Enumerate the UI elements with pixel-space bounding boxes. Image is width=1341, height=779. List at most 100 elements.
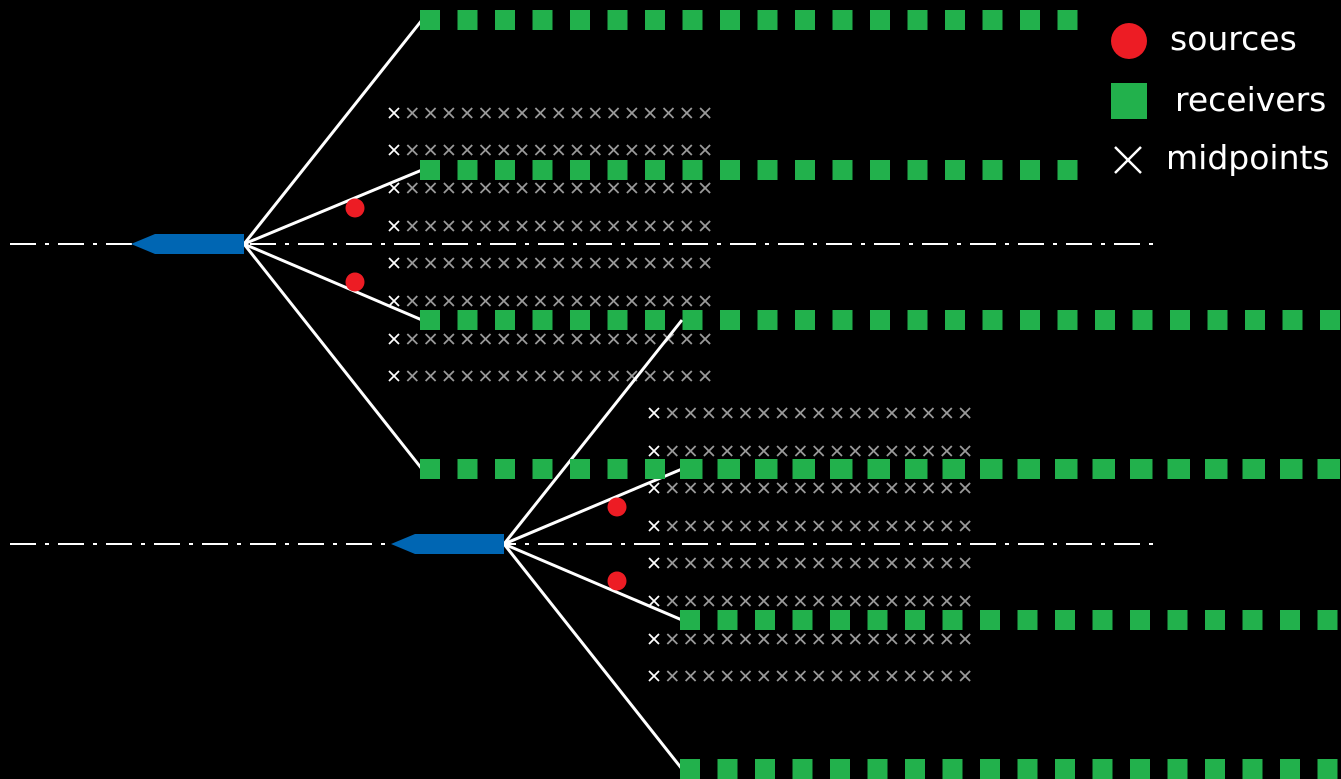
midpoint [461, 107, 473, 119]
midpoint [739, 633, 752, 645]
midpoint [813, 670, 825, 682]
midpoint [831, 407, 843, 419]
midpoint [959, 557, 971, 569]
receiver [720, 160, 740, 180]
midpoint [904, 520, 916, 532]
receiver [1020, 10, 1040, 30]
midpoint [886, 557, 898, 569]
midpoint [922, 670, 935, 682]
receiver [457, 459, 478, 479]
midpoint [443, 295, 455, 307]
receiver [982, 10, 1003, 30]
midpoint [684, 670, 697, 682]
midpoint [388, 182, 400, 194]
receiver [980, 610, 1000, 630]
midpoint [681, 182, 693, 194]
midpoint [424, 295, 437, 307]
midpoint [681, 295, 693, 307]
midpoint-line [648, 482, 971, 494]
receiver [570, 310, 590, 330]
midpoint-line [648, 670, 971, 682]
receiver [795, 160, 815, 180]
legend-source-icon [1111, 23, 1147, 59]
midpoint [904, 557, 916, 569]
midpoint [644, 182, 656, 194]
tow-cable [503, 542, 683, 622]
receiver [830, 610, 850, 630]
receiver [1205, 759, 1225, 779]
midpoint [959, 670, 971, 682]
midpoint [699, 144, 711, 156]
receiver [1282, 310, 1303, 330]
midpoint-line [648, 407, 971, 419]
receiver [757, 10, 778, 30]
receiver [792, 459, 813, 479]
midpoint [721, 595, 733, 607]
midpoint [721, 633, 733, 645]
midpoint [721, 407, 733, 419]
midpoint [498, 370, 510, 382]
midpoint [388, 333, 400, 345]
midpoint [388, 370, 400, 382]
midpoint [739, 557, 752, 569]
midpoint-line [388, 107, 711, 119]
streamer-v2-3 [680, 759, 1338, 779]
midpoint [904, 633, 916, 645]
midpoint [794, 595, 807, 607]
midpoint [534, 333, 547, 345]
receiver [457, 310, 478, 330]
receiver [1320, 310, 1340, 330]
midpoint [516, 370, 528, 382]
midpoint [681, 257, 693, 269]
midpoint [443, 333, 455, 345]
midpoint [758, 482, 770, 494]
midpoint-line [388, 220, 711, 232]
midpoint [388, 295, 400, 307]
receiver [1167, 459, 1188, 479]
receiver [532, 160, 553, 180]
legend-receiver-icon [1111, 83, 1147, 119]
midpoint [644, 257, 656, 269]
midpoint [443, 107, 455, 119]
midpoint [831, 482, 843, 494]
receiver [420, 10, 440, 30]
midpoint [886, 670, 898, 682]
receiver [1280, 610, 1300, 630]
midpoint [776, 557, 788, 569]
midpoint [479, 182, 492, 194]
midpoint [424, 107, 437, 119]
midpoint [699, 182, 711, 194]
tow-cable [243, 242, 423, 322]
midpoint [498, 182, 510, 194]
midpoint [922, 520, 935, 532]
midpoint [681, 333, 693, 345]
receiver [1132, 310, 1153, 330]
midpoint [758, 520, 770, 532]
receiver [607, 310, 628, 330]
midpoint [941, 557, 953, 569]
midpoint [644, 370, 656, 382]
receiver [420, 310, 440, 330]
midpoint [461, 144, 473, 156]
midpoint [922, 407, 935, 419]
midpoint [626, 220, 638, 232]
receiver [645, 160, 665, 180]
midpoint [607, 370, 620, 382]
midpoint [406, 144, 418, 156]
midpoint [941, 670, 953, 682]
midpoint [776, 520, 788, 532]
receiver [1280, 759, 1300, 779]
receiver [607, 10, 628, 30]
streamer-v2-2 [680, 610, 1338, 630]
midpoint [443, 144, 455, 156]
receiver [1242, 459, 1263, 479]
midpoint [498, 220, 510, 232]
midpoint [904, 482, 916, 494]
streamer-v1-2 [420, 160, 1078, 180]
midpoint [776, 445, 788, 457]
midpoint-line [648, 633, 971, 645]
receiver [1170, 310, 1190, 330]
source [345, 198, 365, 218]
receiver [1130, 459, 1150, 479]
receiver [1317, 610, 1338, 630]
